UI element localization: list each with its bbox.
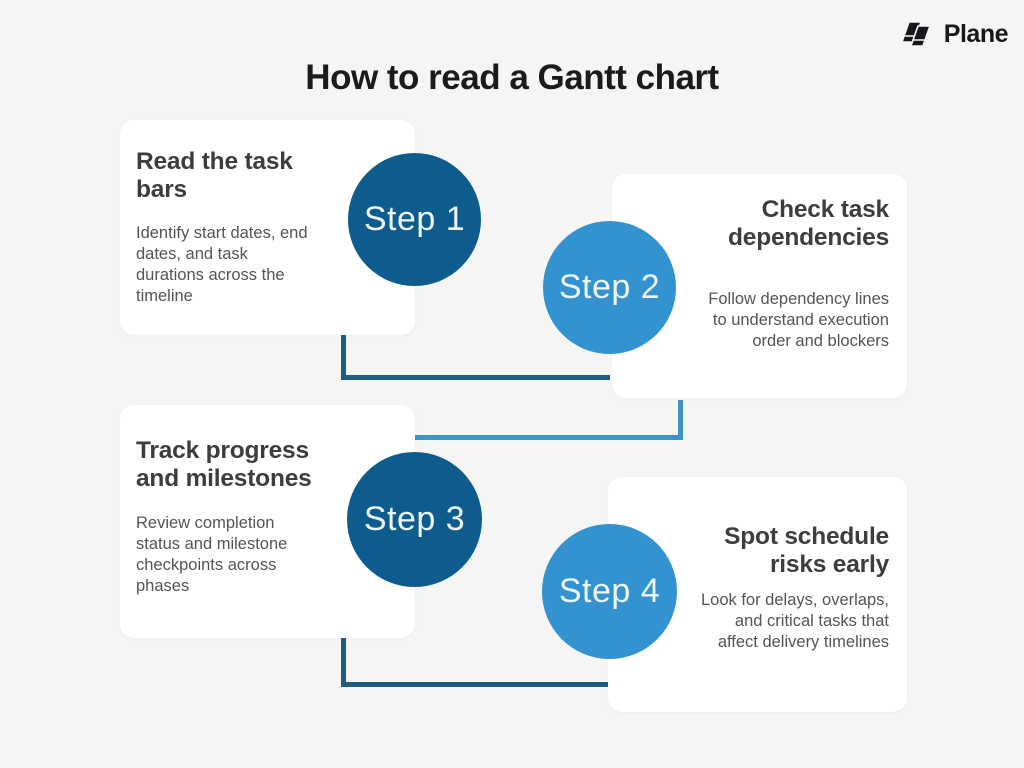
step-2-circle: Step 2 — [543, 221, 676, 354]
step-4-circle: Step 4 — [542, 524, 677, 659]
step-4-label: Step 4 — [558, 572, 661, 610]
card-heading: Spot schedule risks early — [724, 523, 889, 579]
step-2-label: Step 2 — [558, 268, 661, 306]
step-3-circle: Step 3 — [347, 452, 482, 587]
connector-step2-horizontal — [415, 435, 683, 440]
card-body: Look for delays, overlaps, and critical … — [700, 590, 889, 652]
connector-step1-vertical — [341, 333, 346, 380]
card-heading: Check task dependencies — [728, 196, 889, 252]
page-title: How to read a Gantt chart — [305, 58, 719, 97]
card-heading: Read the task bars — [136, 148, 293, 204]
brand-lockup: Plane — [900, 20, 1009, 49]
card-body: Identify start dates, end dates, and tas… — [136, 223, 308, 306]
connector-step3-horizontal — [341, 682, 610, 687]
step-3-label: Step 3 — [363, 500, 466, 538]
card-heading: Track progress and milestones — [136, 437, 312, 493]
card-body: Follow dependency lines to understand ex… — [708, 289, 889, 351]
connector-step3-vertical — [341, 636, 346, 687]
brand-name: Plane — [943, 20, 1009, 48]
plane-logo-icon — [900, 20, 937, 49]
card-body: Review completion status and milestone c… — [136, 513, 288, 596]
step-1-circle: Step 1 — [348, 153, 481, 286]
connector-step2-vertical — [678, 400, 683, 440]
step-1-label: Step 1 — [363, 200, 466, 238]
connector-step1-horizontal — [341, 375, 610, 380]
